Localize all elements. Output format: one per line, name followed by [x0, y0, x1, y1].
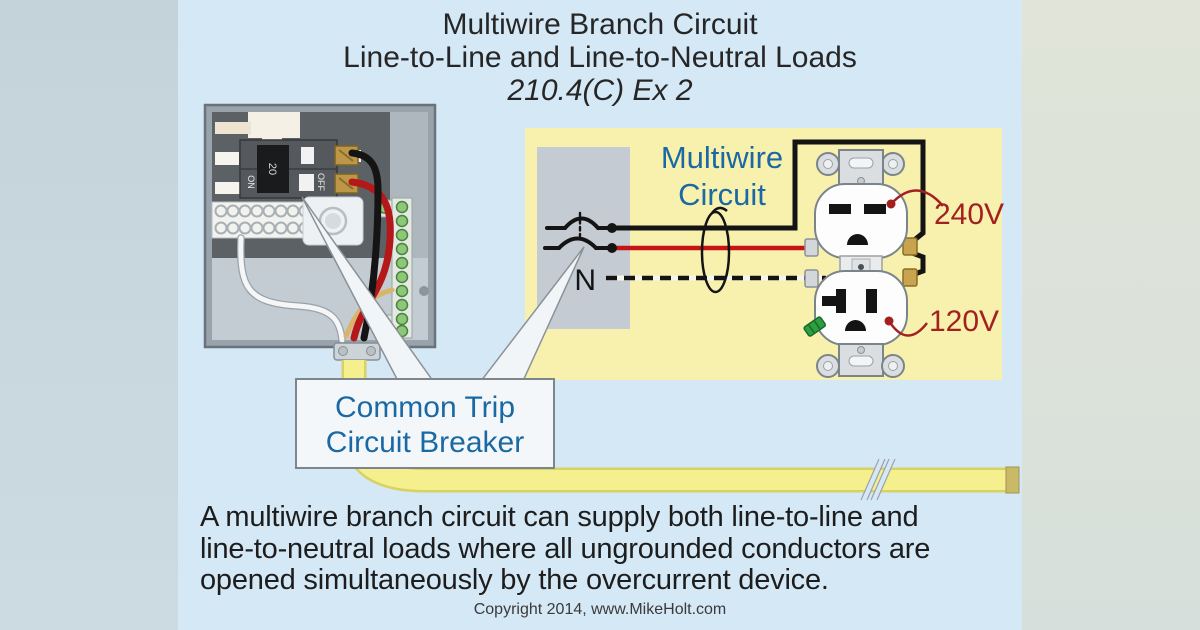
- terminal-dot: [607, 243, 617, 253]
- ear-hole: [823, 159, 833, 169]
- caption-block: A multiwire branch circuit can supply bo…: [200, 501, 1060, 597]
- ground-hole: [845, 320, 866, 331]
- neutral-label: N: [574, 264, 596, 297]
- clamp-screw: [338, 346, 348, 356]
- brass-terminal: [902, 237, 918, 256]
- multiwire-circuit-label-line2: Circuit: [678, 177, 766, 212]
- strap-slot: [848, 355, 874, 367]
- title-block: Multiwire Branch Circuit Line-to-Line an…: [178, 8, 1022, 107]
- right-edge-band: [1022, 0, 1200, 630]
- bus-stab: [215, 182, 247, 194]
- white-neutral-wire: [238, 235, 345, 343]
- caption-line2: line-to-neutral loads where all unground…: [200, 532, 931, 565]
- outlet-face-bottom: [814, 270, 908, 346]
- voltage-label-240: 240V: [934, 198, 1004, 231]
- breaker-pole-arc-bottom: [557, 236, 598, 250]
- callout-box: [295, 378, 555, 469]
- caption-line3: opened simultaneously by the overcurrent…: [200, 564, 829, 596]
- cable-break-symbol: [860, 457, 896, 502]
- cable-loop: [700, 206, 731, 294]
- callout-text-line1: Common Trip: [335, 391, 515, 424]
- ground-screw-green: [803, 316, 827, 337]
- breaker-window: [301, 147, 314, 164]
- ground-hole: [847, 234, 868, 245]
- strap-screw: [857, 346, 865, 354]
- cable-end-cap: [1005, 466, 1020, 494]
- outlet-t-slot-h: [822, 296, 844, 306]
- lug-screw-slot: [338, 177, 354, 190]
- neutral-terminal: [804, 269, 819, 288]
- voltage-annotations: 240V 120V: [884, 189, 1004, 338]
- caption-line1: A multiwire branch circuit can supply bo…: [200, 501, 919, 533]
- neutral-terminal: [804, 238, 819, 257]
- panel-illustration: 20 ON OFF: [203, 103, 437, 361]
- two-pole-breaker: 20 ON OFF: [239, 139, 359, 199]
- knockout-center: [325, 213, 341, 229]
- bus-stab: [215, 122, 251, 134]
- ear-hole: [888, 159, 898, 169]
- callout: Common Trip Circuit Breaker: [295, 196, 585, 469]
- title-line2: Line-to-Line and Line-to-Neutral Loads: [343, 41, 857, 74]
- enclosure-knockout-dot: [419, 286, 429, 296]
- breaker-window: [299, 174, 314, 191]
- pointer-dot-240v: [886, 199, 896, 209]
- loop-tail: [711, 206, 728, 214]
- bus-stab: [248, 112, 300, 138]
- terminal-dot: [607, 223, 617, 233]
- outlet-slot: [829, 204, 851, 214]
- lug-screw-slot: [338, 149, 354, 162]
- arrow-120v: [887, 320, 928, 337]
- strap-slot: [848, 157, 874, 169]
- ground-screws: [395, 200, 409, 338]
- multiwire-circuit-label-line1: Multiwire: [661, 140, 783, 175]
- black-hot-wire: [612, 139, 926, 248]
- outlet-slot: [864, 204, 886, 214]
- title-code-reference: 210.4(C) Ex 2: [507, 74, 693, 107]
- schematic-wires: [606, 139, 926, 281]
- bus-stab: [215, 152, 239, 165]
- breaker-pole-arc-top: [563, 216, 600, 230]
- outlet-slot: [866, 289, 877, 313]
- breaker-on-label: ON: [246, 175, 256, 189]
- breaker-handle: [257, 145, 289, 193]
- title-line1: Multiwire Branch Circuit: [442, 8, 758, 41]
- ear-hole: [823, 361, 833, 371]
- neutral-bus-bar: [211, 201, 315, 239]
- brass-terminal: [902, 268, 918, 287]
- breaker-rating-label: 20: [266, 163, 278, 175]
- copyright-notice: Copyright 2014, www.MikeHolt.com: [473, 601, 727, 618]
- left-edge-band: [0, 0, 178, 630]
- pointer-dot-120v: [884, 316, 894, 326]
- arrow-240v: [890, 189, 944, 207]
- clamp-screw: [366, 346, 376, 356]
- voltage-label-120: 120V: [929, 305, 999, 338]
- duplex-receptacle: [803, 149, 918, 378]
- loop-ellipse: [700, 210, 731, 294]
- callout-text-line2: Circuit Breaker: [326, 426, 524, 459]
- outlet-face-top: [814, 183, 908, 259]
- middle-screw: [858, 264, 864, 270]
- ear-hole: [888, 361, 898, 371]
- breaker-off-label: OFF: [316, 173, 326, 191]
- outlet-t-slot-v: [836, 289, 846, 313]
- neutral-bus-plate: [211, 201, 315, 239]
